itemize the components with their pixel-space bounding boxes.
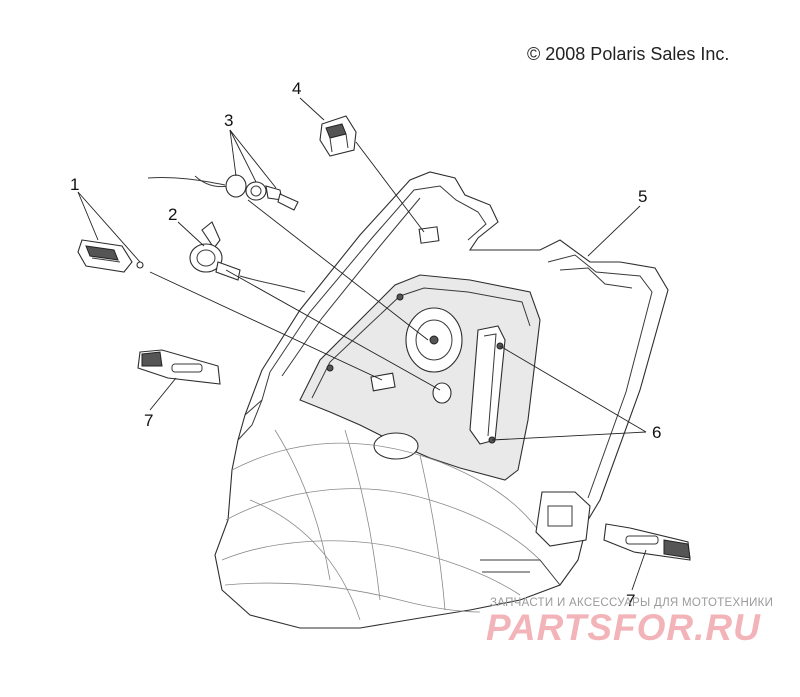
callout-2: 2: [168, 205, 178, 224]
part-3-bulb-set: [147, 174, 299, 211]
copyright-notice: © 2008 Polaris Sales Inc.: [527, 44, 730, 64]
callout-4: 4: [292, 79, 302, 98]
leader-lines: [77, 97, 647, 591]
callout-5: 5: [638, 187, 648, 206]
callout-3: 3: [224, 111, 234, 130]
callout-6: 6: [652, 423, 662, 442]
part-4-connector: [319, 115, 357, 157]
part-2-socket: [189, 221, 306, 293]
callout-7-left: 7: [144, 411, 154, 430]
part-1-switch: [77, 239, 144, 273]
callout-7-right: 7: [626, 591, 636, 610]
part-7-strap-right: [603, 523, 691, 561]
watermark-brand: PARTSFOR.RU: [486, 607, 761, 648]
callout-1: 1: [70, 175, 80, 194]
part-7-strap-left: [137, 349, 221, 385]
headlight-pod-housing: [214, 171, 669, 629]
watermark-subtitle: ЗАПЧАСТИ И АКСЕССУАРЫ ДЛЯ МОТОТЕХНИКИ: [490, 597, 774, 609]
